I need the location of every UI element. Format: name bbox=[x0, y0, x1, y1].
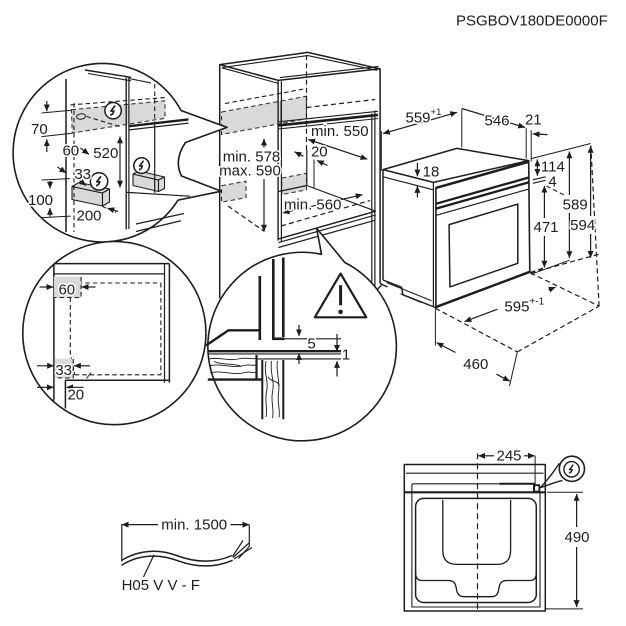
svg-text:min. 578: min. 578 bbox=[223, 149, 281, 166]
svg-text:70: 70 bbox=[31, 121, 48, 138]
svg-text:595+-1: 595+-1 bbox=[504, 297, 544, 316]
svg-text:100: 100 bbox=[28, 192, 53, 209]
svg-text:114: 114 bbox=[541, 159, 565, 176]
svg-text:33: 33 bbox=[55, 362, 72, 379]
svg-text:18: 18 bbox=[423, 164, 440, 181]
svg-text:60: 60 bbox=[62, 143, 79, 160]
svg-text:589: 589 bbox=[563, 196, 588, 213]
svg-text:594: 594 bbox=[570, 217, 595, 234]
svg-text:490: 490 bbox=[564, 529, 589, 546]
svg-text:min. 1500: min. 1500 bbox=[161, 517, 227, 534]
svg-text:245: 245 bbox=[496, 447, 521, 464]
svg-text:H05 V V - F: H05 V V - F bbox=[122, 577, 200, 594]
svg-text:460: 460 bbox=[463, 356, 488, 373]
svg-text:60: 60 bbox=[58, 281, 75, 298]
svg-text:min. 550: min. 550 bbox=[311, 123, 369, 140]
svg-text:max. 590: max. 590 bbox=[219, 162, 281, 179]
svg-text:520: 520 bbox=[93, 145, 118, 162]
svg-text:200: 200 bbox=[76, 208, 101, 225]
svg-text:21: 21 bbox=[525, 112, 542, 129]
svg-text:471: 471 bbox=[533, 219, 558, 236]
svg-text:5: 5 bbox=[307, 335, 315, 352]
svg-text:20: 20 bbox=[67, 387, 84, 404]
svg-text:559+1: 559+1 bbox=[406, 107, 442, 127]
svg-text:1: 1 bbox=[342, 346, 350, 363]
svg-text:20: 20 bbox=[311, 143, 328, 160]
svg-text:546: 546 bbox=[484, 112, 509, 129]
svg-text:min. 560: min. 560 bbox=[284, 197, 342, 214]
svg-text:PSGBOV180DE0000F: PSGBOV180DE0000F bbox=[456, 13, 608, 30]
svg-text:33: 33 bbox=[74, 166, 91, 183]
svg-text:4: 4 bbox=[548, 174, 556, 191]
